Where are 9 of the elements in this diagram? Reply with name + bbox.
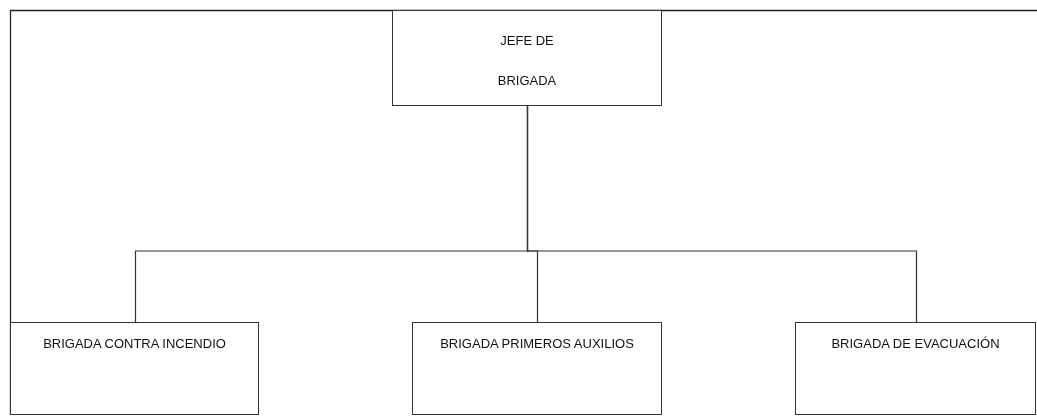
box-label: BRIGADA CONTRA INCENDIO: [42, 335, 227, 353]
box-label: BRIGADA DE EVACUACIÓN: [830, 335, 1001, 353]
brigade-box: [10, 322, 259, 415]
brigade-box: [412, 322, 662, 415]
connector-line: [526, 105, 918, 323]
head-box: [392, 10, 662, 106]
brigade-box: [795, 322, 1036, 415]
box-label: JEFE DE BRIGADA: [496, 32, 558, 90]
box-label: BRIGADA PRIMEROS AUXILIOS: [439, 335, 635, 353]
